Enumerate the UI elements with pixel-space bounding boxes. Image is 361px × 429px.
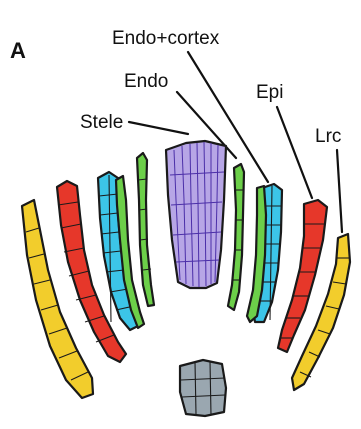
leader-line-lrc bbox=[337, 150, 342, 232]
endodermis-left-inner bbox=[137, 153, 154, 306]
label-endo: Endo bbox=[124, 71, 168, 92]
columella-tissue bbox=[180, 360, 226, 416]
leader-line-stele bbox=[129, 122, 188, 134]
label-lrc: Lrc bbox=[315, 126, 341, 147]
panel-label: A bbox=[10, 38, 26, 63]
endodermis-right-inner bbox=[228, 164, 244, 310]
leader-line-epi bbox=[277, 107, 312, 198]
stele-tissue bbox=[166, 141, 226, 288]
label-epi: Epi bbox=[256, 82, 283, 103]
label-stele: Stele bbox=[80, 112, 123, 133]
label-endo-cortex: Endo+cortex bbox=[112, 28, 220, 49]
